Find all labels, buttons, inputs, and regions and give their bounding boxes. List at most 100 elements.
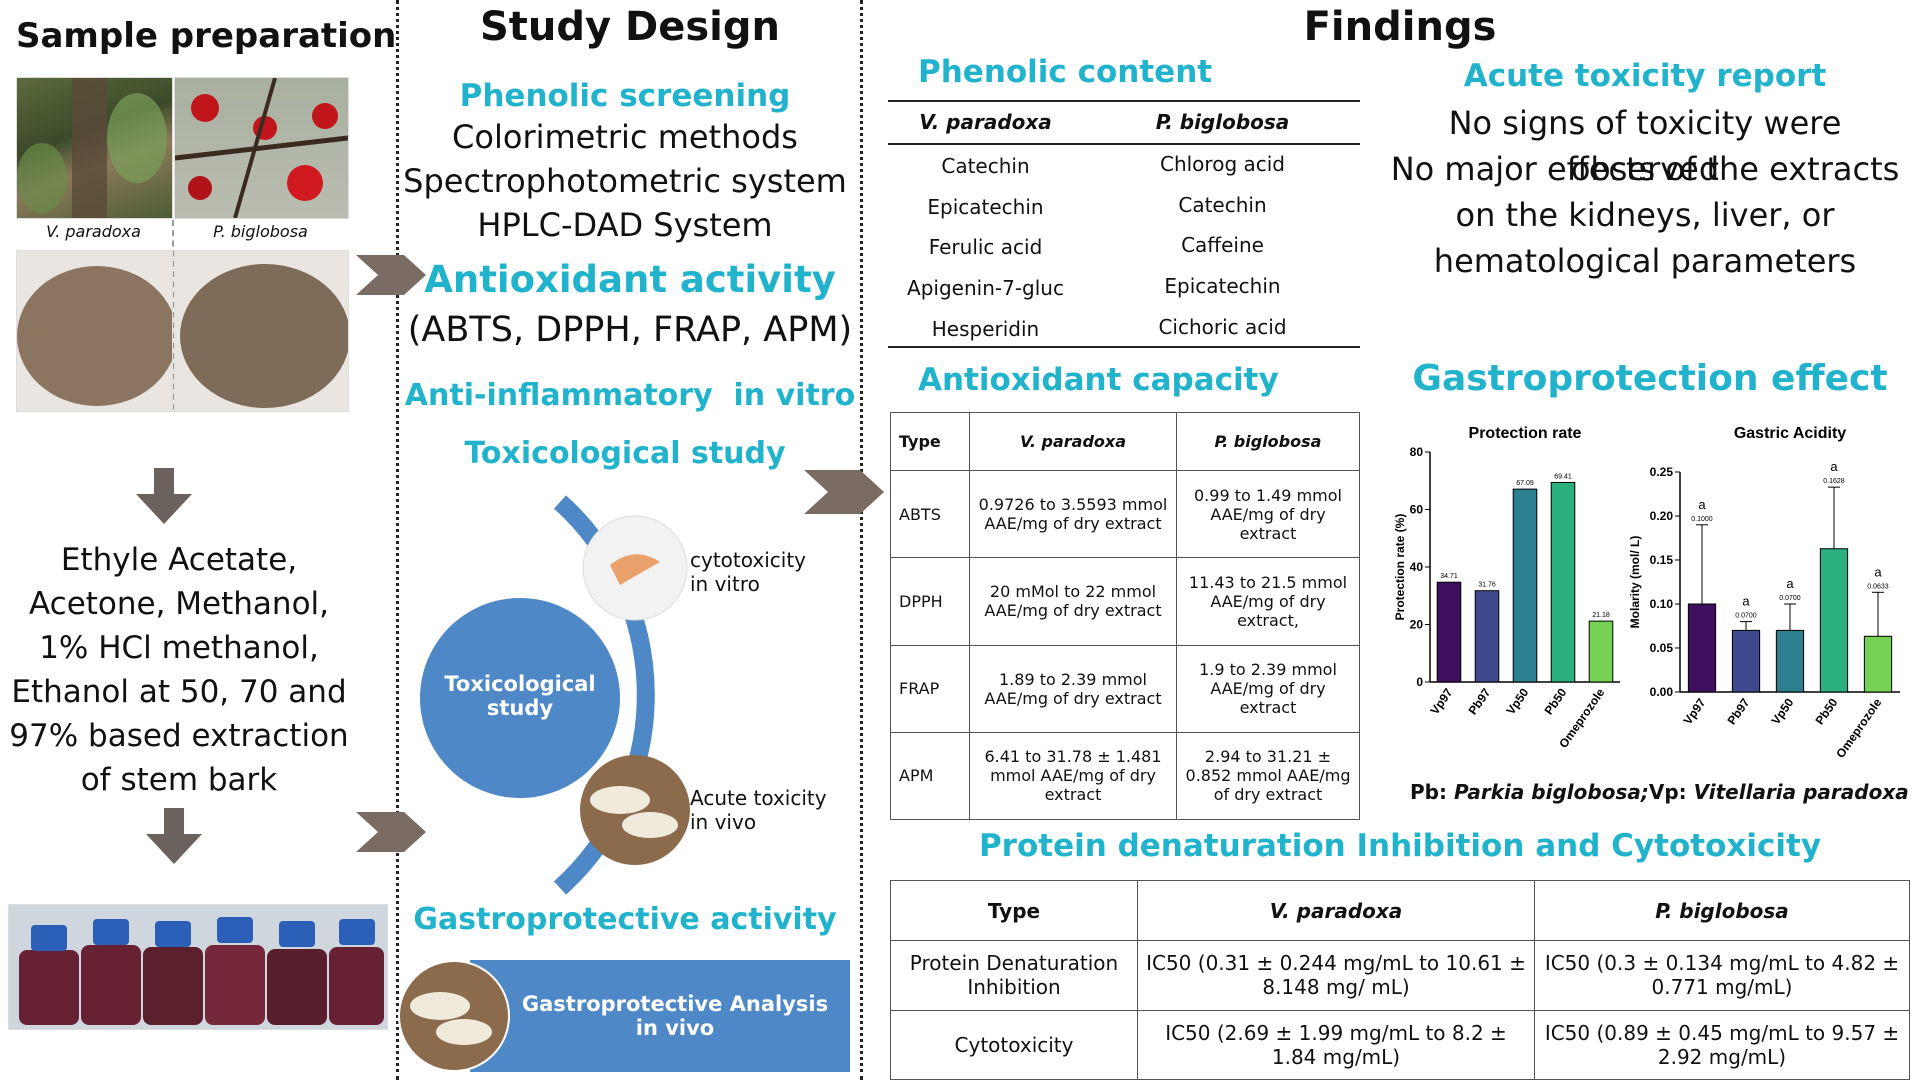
bar-Vp50 bbox=[1775, 629, 1805, 693]
sample-prep-title: Sample preparation bbox=[16, 16, 397, 56]
antioxidant-type-frap: FRAP bbox=[890, 644, 970, 733]
phenolic-pb-3: Caffeine bbox=[1181, 233, 1264, 257]
data-label: 67.09 bbox=[1516, 480, 1534, 487]
protein-vp-cyto: IC50 (2.69 ± 1.99 mg/mL to 8.2 ± 1.84 mg… bbox=[1137, 1009, 1535, 1080]
antioxidant-activity-title: Antioxidant activity bbox=[424, 258, 836, 301]
antioxidant-activity-subtitle: (ABTS, DPPH, FRAP, APM) bbox=[407, 310, 853, 350]
x-tick-label: Pb97 bbox=[1725, 695, 1753, 727]
data-label: 0.0700 bbox=[1735, 613, 1757, 620]
acute-toxicity-label: Acute toxicity in vivo bbox=[690, 786, 827, 834]
y-tick-label: 80 bbox=[1410, 445, 1424, 459]
photo-label-p-biglobosa: P. biglobosa bbox=[213, 222, 308, 241]
gastroprotective-analysis-label: Gastroprotective Analysis in vivo bbox=[521, 992, 829, 1040]
data-label: 0.0700 bbox=[1779, 595, 1801, 602]
y-tick-label: 40 bbox=[1410, 560, 1424, 574]
gastroprotective-activity-title: Gastroprotective activity bbox=[413, 902, 837, 937]
bar-Omeprozole bbox=[1863, 635, 1893, 693]
x-tick-label: Omeprozole bbox=[1833, 695, 1884, 760]
toxicology-diagram bbox=[420, 495, 690, 895]
study-design-title: Study Design bbox=[480, 4, 780, 50]
acute-toxicity-text-1: No signs of toxicity were observed bbox=[1448, 104, 1842, 188]
extract-bottles-photo bbox=[8, 904, 388, 1030]
down-arrow-icon bbox=[146, 808, 202, 864]
data-label: 0.1628 bbox=[1823, 478, 1845, 485]
phenolic-line-3: HPLC-DAD System bbox=[477, 206, 773, 244]
toxicological-study-circle-label: Toxicological study bbox=[444, 672, 596, 720]
bottles-image bbox=[19, 917, 384, 1025]
antioxidant-vp-frap: 1.89 to 2.39 mmol AAE/mg of dry extract bbox=[969, 644, 1177, 733]
chevron-right-icon bbox=[356, 255, 426, 295]
phenolic-pb-2: Catechin bbox=[1178, 193, 1267, 217]
phenolic-header-vp: V. paradoxa bbox=[919, 110, 1052, 134]
anti-inflammatory-title: Anti-inflammatory in vitro bbox=[404, 378, 856, 413]
toxicological-study-circle bbox=[420, 598, 620, 798]
sig-letter: a bbox=[1698, 497, 1706, 512]
y-tick-label: 0.05 bbox=[1650, 641, 1674, 655]
protein-denaturation-title: Protein denaturation Inhibition and Cyto… bbox=[978, 828, 1822, 864]
y-tick-label: 20 bbox=[1410, 618, 1424, 632]
antioxidant-pb-dpph: 11.43 to 21.5 mmol AAE/mg of dry extract… bbox=[1176, 557, 1360, 646]
phenolic-screening-title: Phenolic screening bbox=[459, 78, 791, 114]
antioxidant-type-abts: ABTS bbox=[890, 469, 970, 559]
phenolic-header-rule bbox=[888, 143, 1360, 145]
phenolic-table-bottom-rule bbox=[888, 346, 1360, 348]
x-tick-label: Pb50 bbox=[1542, 685, 1570, 717]
phenolic-vp-5: Hesperidin bbox=[931, 317, 1040, 341]
antioxidant-vp-dpph: 20 mMol to 22 mmol AAE/mg of dry extract bbox=[969, 557, 1177, 646]
bar-Pb50 bbox=[1550, 481, 1576, 683]
protein-header-type: Type bbox=[890, 880, 1138, 941]
antioxidant-type-apm: APM bbox=[890, 731, 970, 821]
bar-Vp50 bbox=[1512, 488, 1538, 683]
y-axis-label: Protection rate (%) bbox=[1393, 514, 1407, 621]
bar-Pb97 bbox=[1474, 590, 1500, 683]
protein-pb-cyto: IC50 (0.89 ± 0.45 mg/mL to 9.57 ± 2.92 m… bbox=[1534, 1009, 1910, 1080]
data-label: 0.1000 bbox=[1691, 516, 1713, 523]
data-label: 69.41 bbox=[1554, 473, 1572, 480]
toxicological-study-title: Toxicological study bbox=[464, 436, 786, 471]
data-label: 21.18 bbox=[1592, 612, 1610, 619]
findings-title: Findings bbox=[1303, 4, 1497, 50]
sig-letter: a bbox=[1830, 459, 1838, 474]
tree-trunk-image bbox=[17, 78, 167, 218]
rat-image bbox=[398, 960, 510, 1072]
sig-letter: a bbox=[1874, 564, 1882, 579]
caption-vp: Vp: bbox=[1648, 780, 1687, 804]
y-tick-label: 0.15 bbox=[1650, 553, 1674, 567]
phenolic-line-2: Spectrophotometric system bbox=[403, 162, 847, 200]
antioxidant-table: Type V. paradoxa P. biglobosa ABTS 0.972… bbox=[890, 412, 1360, 821]
antioxidant-header-vp: V. paradoxa bbox=[969, 412, 1177, 471]
y-tick-label: 0.00 bbox=[1650, 685, 1674, 699]
acute-toxicity-text-2: No major effects of the extracts on the … bbox=[1390, 150, 1900, 280]
x-tick-label: Vp50 bbox=[1769, 695, 1797, 727]
phenolic-line-1: Colorimetric methods bbox=[452, 118, 798, 156]
antioxidant-header-type: Type bbox=[890, 412, 970, 471]
chevron-right-icon bbox=[356, 812, 426, 852]
plant-photo-v-paradoxa bbox=[16, 77, 173, 219]
caption-pb-name: Parkia biglobosa; bbox=[1453, 780, 1649, 804]
protein-vp-pdi: IC50 (0.31 ± 0.244 mg/mL to 10.61 ± 8.14… bbox=[1137, 940, 1535, 1011]
powder-photo-right bbox=[174, 250, 350, 412]
data-label: 0.0633 bbox=[1867, 583, 1889, 590]
y-axis-label: Molarity (mol/ L) bbox=[1628, 536, 1642, 629]
gastroprotective-analysis-box bbox=[470, 960, 850, 1072]
bar-Pb50 bbox=[1819, 548, 1849, 693]
phenolic-vp-4: Apigenin-7-gluc bbox=[907, 276, 1064, 300]
phenolic-vp-2: Epicatechin bbox=[927, 195, 1044, 219]
bar-Omeprozole bbox=[1588, 620, 1614, 683]
y-tick-label: 60 bbox=[1410, 503, 1424, 517]
antioxidant-capacity-title: Antioxidant capacity bbox=[918, 362, 1279, 398]
antioxidant-pb-apm: 2.94 to 31.21 ± 0.852 mmol AAE/mg of dry… bbox=[1176, 731, 1360, 821]
chevron-right-icon bbox=[804, 470, 884, 514]
phenolic-vp-1: Catechin bbox=[941, 154, 1030, 178]
column-separator-left bbox=[396, 0, 399, 1080]
phenolic-content-title: Phenolic content bbox=[918, 54, 1213, 90]
bar-Vp97 bbox=[1436, 581, 1462, 683]
red-flower-image bbox=[174, 77, 349, 219]
x-tick-label: Pb50 bbox=[1813, 695, 1841, 727]
sig-letter: a bbox=[1786, 576, 1794, 591]
x-tick-label: Vp50 bbox=[1504, 685, 1532, 717]
protein-header-pb: P. biglobosa bbox=[1534, 880, 1910, 941]
gastroprotection-effect-title: Gastroprotection effect bbox=[1412, 358, 1888, 399]
acute-toxicity-report-title: Acute toxicity report bbox=[1463, 58, 1827, 94]
